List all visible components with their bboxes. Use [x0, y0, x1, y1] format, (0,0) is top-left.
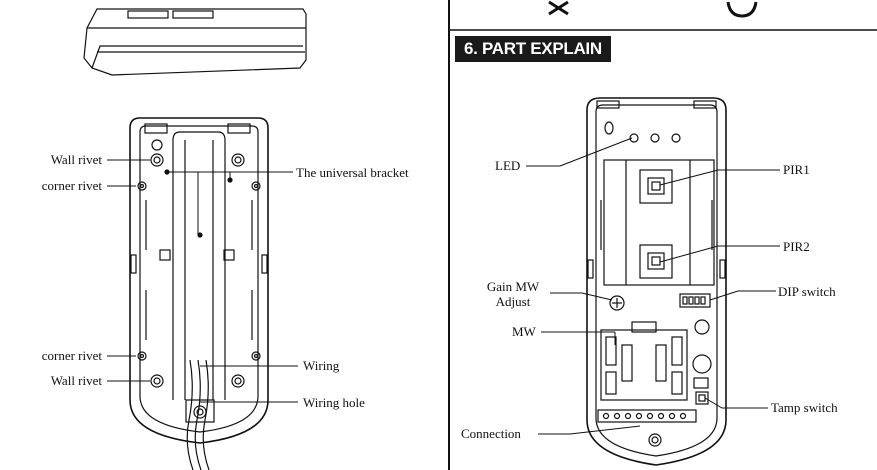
label-led: LED — [495, 158, 521, 173]
device-side-view — [83, 8, 307, 76]
pir-board — [603, 159, 715, 286]
section-title: 6. PART EXPLAIN — [455, 36, 611, 62]
mw-module — [600, 319, 712, 405]
label-wall-rivet-bottom: Wall rivet — [50, 373, 102, 388]
top-o-mark — [726, 1, 758, 18]
left-leader-lines — [107, 159, 298, 403]
label-gain-mw-adjust: Gain MW Adjust — [486, 279, 540, 309]
label-tamp-switch: Tamp switch — [771, 400, 838, 415]
label-pir2: PIR2 — [783, 239, 810, 254]
back-base-outline — [129, 117, 269, 444]
gain-adjust-pot — [609, 295, 625, 311]
label-pir1: PIR1 — [783, 162, 810, 177]
dip-switch-block — [679, 293, 711, 308]
label-wiring: Wiring — [303, 358, 340, 373]
label-dip-switch: DIP switch — [778, 284, 836, 299]
label-corner-rivet-top: corner rivet — [41, 178, 102, 193]
right-leader-lines — [526, 137, 780, 435]
connection-terminal — [597, 409, 697, 447]
label-corner-rivet-bottom: corner rivet — [41, 348, 102, 363]
label-wiring-hole: Wiring hole — [303, 395, 365, 410]
label-connection: Connection — [461, 426, 521, 441]
wiring-hole-block — [185, 399, 215, 423]
top-x-mark — [548, 0, 569, 16]
led-indicators — [629, 133, 681, 143]
wiring-cable — [186, 359, 210, 470]
label-universal-bracket: The universal bracket — [296, 165, 409, 180]
label-mw: MW — [512, 324, 536, 339]
detector-outline — [586, 97, 727, 466]
label-wall-rivet-top: Wall rivet — [50, 152, 102, 167]
rivet-holes — [137, 139, 261, 388]
